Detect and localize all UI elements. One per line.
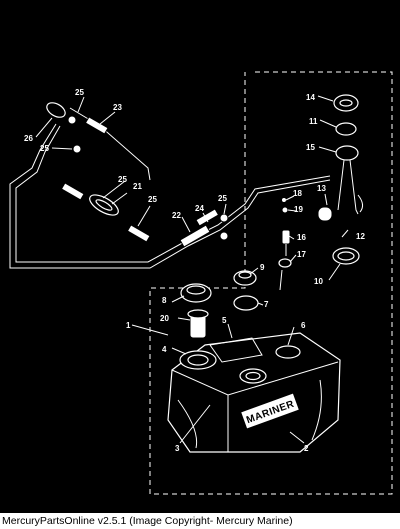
callout-22: 22 xyxy=(172,211,181,220)
parts-diagram: MARINER 25 26 23 25 25 21 25 22 24 25 14… xyxy=(9,71,393,495)
callout-17: 17 xyxy=(297,250,306,259)
hose-segment-right xyxy=(126,224,151,243)
callout-23: 23 xyxy=(113,103,122,112)
fuel-line-upper xyxy=(69,107,151,181)
callout-15: 15 xyxy=(306,143,315,152)
gauge-float xyxy=(317,206,333,222)
vent-cap-top xyxy=(238,271,252,279)
pickup-tube xyxy=(279,244,287,291)
hose-segment-22 xyxy=(179,224,211,248)
callout-6: 6 xyxy=(301,321,306,330)
gauge-wire xyxy=(357,194,364,213)
fuel-tank: MARINER xyxy=(167,332,341,453)
callout-25-lower: 25 xyxy=(148,195,157,204)
callout-8: 8 xyxy=(162,296,167,305)
vent-gasket xyxy=(233,295,259,311)
callout-25-primer: 25 xyxy=(118,175,127,184)
callout-26: 26 xyxy=(24,134,33,143)
fitting-17 xyxy=(278,258,292,268)
gauge-float-arm xyxy=(337,159,359,215)
leader-lines xyxy=(35,95,349,444)
hose-segment-24 xyxy=(195,208,220,227)
hose-segment-left xyxy=(60,182,85,201)
callout-12: 12 xyxy=(356,232,365,241)
gauge-body xyxy=(335,145,359,161)
hose-clamp-a xyxy=(72,144,82,154)
assembly-boundary xyxy=(149,71,393,495)
callout-14: 14 xyxy=(306,93,315,102)
callout-25-right: 25 xyxy=(218,194,227,203)
fuel-line-route-inner xyxy=(15,125,331,263)
callout-20: 20 xyxy=(160,314,169,323)
callout-16: 16 xyxy=(297,233,306,242)
callout-4: 4 xyxy=(162,345,167,354)
callout-3: 3 xyxy=(175,444,180,453)
fill-cap-top xyxy=(186,285,206,295)
image-caption: MercuryPartsOnline v2.5.1 (Image Copyrig… xyxy=(0,513,400,529)
hose-clamp-c xyxy=(219,231,229,241)
callout-10: 10 xyxy=(314,277,323,286)
callout-18: 18 xyxy=(293,189,302,198)
hose-segment-top xyxy=(84,116,109,135)
engine-connector xyxy=(46,102,77,125)
callout-5: 5 xyxy=(222,316,227,325)
fill-filter xyxy=(187,309,209,339)
callout-11: 11 xyxy=(309,117,318,126)
gauge-lens xyxy=(335,122,357,136)
callout-1: 1 xyxy=(126,321,131,330)
callout-7: 7 xyxy=(264,300,269,309)
gauge-bezel-inner xyxy=(339,99,353,107)
callout-2: 2 xyxy=(304,444,309,453)
fuel-line-route xyxy=(9,123,331,269)
fitting-18 xyxy=(281,197,287,203)
fitting-19 xyxy=(281,206,289,214)
primer-bulb xyxy=(89,194,119,216)
callout-24: 24 xyxy=(195,204,204,213)
callout-25-top: 25 xyxy=(75,88,84,97)
gauge-gasket-inner xyxy=(337,251,355,261)
callout-19: 19 xyxy=(294,205,303,214)
callout-21: 21 xyxy=(133,182,142,191)
fitting-16 xyxy=(281,229,291,245)
callout-9: 9 xyxy=(260,263,265,272)
callout-13: 13 xyxy=(317,184,326,193)
hose-clamp-b xyxy=(219,213,229,223)
callout-25-mid: 25 xyxy=(40,144,49,153)
